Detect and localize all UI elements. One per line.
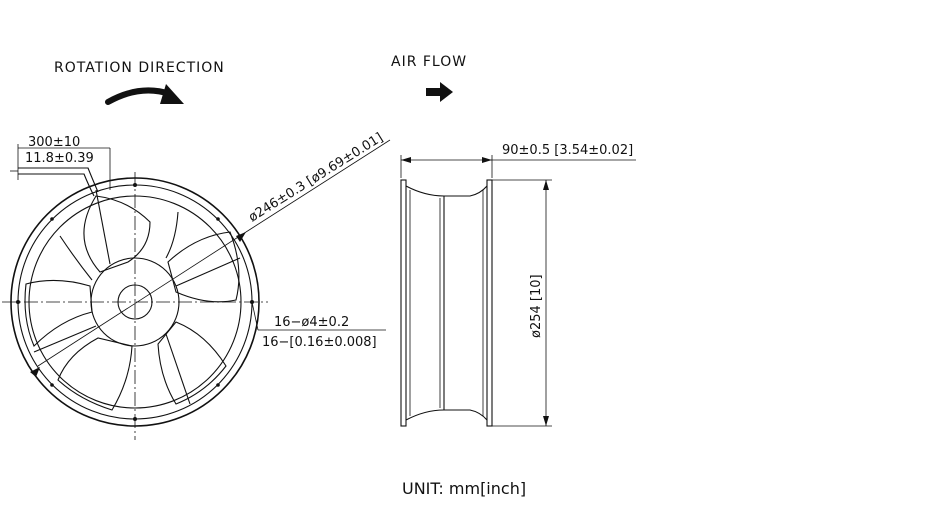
lead-dimension: 300±10 11.8±0.39 bbox=[17, 135, 111, 190]
hole-dimension: 16−ø4±0.2 16−[0.16±0.008] bbox=[251, 301, 386, 350]
rotation-direction-label: ROTATION DIRECTION bbox=[54, 60, 225, 76]
fan-front-view bbox=[2, 167, 268, 440]
fan-blades bbox=[24, 195, 240, 411]
hole-dimension-inch: 16−[0.16±0.008] bbox=[262, 335, 377, 350]
air-flow-label: AIR FLOW bbox=[391, 54, 467, 70]
rotation-arrow-icon bbox=[105, 84, 184, 105]
height-label: ø254 [10] bbox=[529, 274, 544, 338]
depth-dimension: 90±0.5 [3.54±0.02] bbox=[400, 143, 636, 178]
fan-side-view bbox=[400, 179, 493, 427]
lead-length-inch: 11.8±0.39 bbox=[25, 151, 94, 166]
air-flow-arrow-icon bbox=[426, 82, 453, 102]
lead-length-mm: 300±10 bbox=[28, 135, 80, 150]
blade-diameter-label: ø246±0.3 [ø9.69±0.01] bbox=[246, 130, 386, 225]
hole-dimension-mm: 16−ø4±0.2 bbox=[274, 315, 349, 330]
depth-label: 90±0.5 [3.54±0.02] bbox=[502, 143, 633, 158]
height-dimension: ø254 [10] bbox=[492, 179, 552, 427]
unit-label: UNIT: mm[inch] bbox=[402, 479, 526, 498]
